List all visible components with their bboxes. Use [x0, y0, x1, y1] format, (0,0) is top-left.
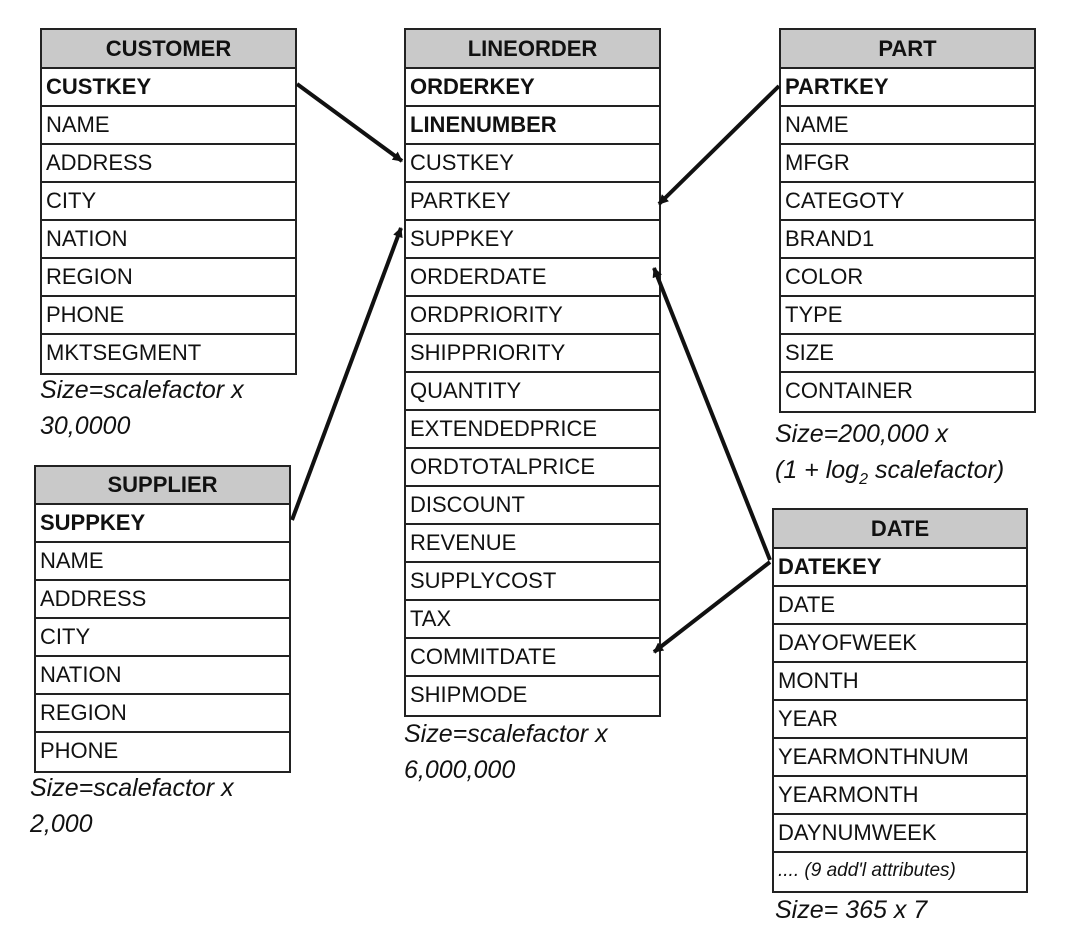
date-row-month: MONTH	[774, 663, 1026, 701]
part-table-title: PART	[781, 30, 1034, 69]
supplier-row-nation: NATION	[36, 657, 289, 695]
date-row-date: DATE	[774, 587, 1026, 625]
supplier-table-title: SUPPLIER	[36, 467, 289, 505]
lineorder-row-suppkey: SUPPKEY	[406, 221, 659, 259]
lineorder-row-custkey: CUSTKEY	[406, 145, 659, 183]
lineorder-row-shipmode: SHIPMODE	[410, 682, 528, 707]
customer-table: CUSTOMER CUSTKEY NAME ADDRESS CITY NATIO…	[40, 28, 297, 375]
lineorder-row-commitdate: COMMITDATE	[406, 639, 659, 677]
lineorder-table-title: LINEORDER	[406, 30, 659, 69]
arrow-part-to-lineorder-partkey	[657, 84, 781, 206]
date-row-yearmonthnum: YEARMONTHNUM	[774, 739, 1026, 777]
lineorder-row-ordpriority: ORDPRIORITY	[406, 297, 659, 335]
part-size-line2: (1 + log2 scalefactor)	[775, 452, 1004, 498]
lineorder-size-line2: 6,000,000	[404, 756, 516, 784]
arrow-supplier-to-lineorder-suppkey	[290, 227, 403, 521]
lineorder-table: LINEORDER ORDERKEY LINENUMBER CUSTKEY PA…	[404, 28, 661, 717]
lineorder-row-tax: TAX	[406, 601, 659, 639]
lineorder-size-line1: Size=scalefactor x	[404, 720, 608, 748]
supplier-row-address: ADDRESS	[36, 581, 289, 619]
arrow-date-to-lineorder-commitdate	[652, 560, 772, 654]
lineorder-row-supplycost: SUPPLYCOST	[406, 563, 659, 601]
part-table: PART PARTKEY NAME MFGR CATEGOTY BRAND1 C…	[779, 28, 1036, 413]
part-size-line1: Size=200,000 x	[775, 420, 949, 448]
lineorder-row-discount: DISCOUNT	[406, 487, 659, 525]
supplier-size-line1: Size=scalefactor x	[30, 774, 234, 802]
customer-row-address: ADDRESS	[42, 145, 295, 183]
lineorder-row-ordtotalprice: ORDTOTALPRICE	[406, 449, 659, 487]
lineorder-row-orderdate: ORDERDATE	[406, 259, 659, 297]
part-row-brand1: BRAND1	[781, 221, 1034, 259]
supplier-row-name: NAME	[36, 543, 289, 581]
customer-row-phone: PHONE	[42, 297, 295, 335]
supplier-row-suppkey: SUPPKEY	[36, 505, 289, 543]
supplier-row-phone: PHONE	[40, 738, 119, 763]
arrow-date-to-lineorder-orderdate	[652, 267, 772, 561]
part-row-type: TYPE	[781, 297, 1034, 335]
lineorder-row-partkey: PARTKEY	[406, 183, 659, 221]
part-size-line2-sub: 2	[859, 471, 868, 488]
part-row-mfgr: MFGR	[781, 145, 1034, 183]
customer-row-custkey: CUSTKEY	[42, 69, 295, 107]
customer-size-line1: Size=scalefactor x	[40, 376, 244, 404]
customer-table-title: CUSTOMER	[42, 30, 295, 69]
customer-size-line2: 30,0000	[40, 412, 131, 440]
lineorder-row-revenue: REVENUE	[406, 525, 659, 563]
customer-row-region: REGION	[42, 259, 295, 297]
date-table: DATE DATEKEY DATE DAYOFWEEK MONTH YEAR Y…	[772, 508, 1028, 893]
date-row-year: YEAR	[774, 701, 1026, 739]
lineorder-row-quantity: QUANTITY	[406, 373, 659, 411]
lineorder-row-linenumber: LINENUMBER	[406, 107, 659, 145]
supplier-row-region: REGION	[36, 695, 289, 733]
supplier-size-line2: 2,000	[30, 810, 93, 838]
date-row-datekey: DATEKEY	[774, 549, 1026, 587]
customer-row-mktsegment: MKTSEGMENT	[46, 340, 202, 365]
part-size-line2-a: (1 + log	[775, 456, 860, 484]
part-row-container: CONTAINER	[785, 378, 913, 403]
part-row-name: NAME	[781, 107, 1034, 145]
supplier-row-city: CITY	[36, 619, 289, 657]
date-row-daynumweek: DAYNUMWEEK	[774, 815, 1026, 853]
customer-row-city: CITY	[42, 183, 295, 221]
lineorder-row-shippriority: SHIPPRIORITY	[406, 335, 659, 373]
customer-row-nation: NATION	[42, 221, 295, 259]
part-row-categoty: CATEGOTY	[781, 183, 1034, 221]
supplier-table: SUPPLIER SUPPKEY NAME ADDRESS CITY NATIO…	[34, 465, 291, 773]
part-row-size: SIZE	[781, 335, 1034, 373]
date-row-dayofweek: DAYOFWEEK	[774, 625, 1026, 663]
date-row-yearmonth: YEARMONTH	[774, 777, 1026, 815]
date-table-title: DATE	[774, 510, 1026, 549]
arrow-customer-to-lineorder-custkey	[295, 82, 404, 163]
part-row-partkey: PARTKEY	[781, 69, 1034, 107]
customer-row-name: NAME	[42, 107, 295, 145]
date-row-additional-attributes: .... (9 add'l attributes)	[778, 860, 956, 881]
part-size-line2-b: scalefactor)	[868, 456, 1005, 484]
part-row-color: COLOR	[781, 259, 1034, 297]
date-size-line1: Size= 365 x 7	[775, 896, 928, 924]
lineorder-row-extendedprice: EXTENDEDPRICE	[406, 411, 659, 449]
lineorder-row-orderkey: ORDERKEY	[406, 69, 659, 107]
